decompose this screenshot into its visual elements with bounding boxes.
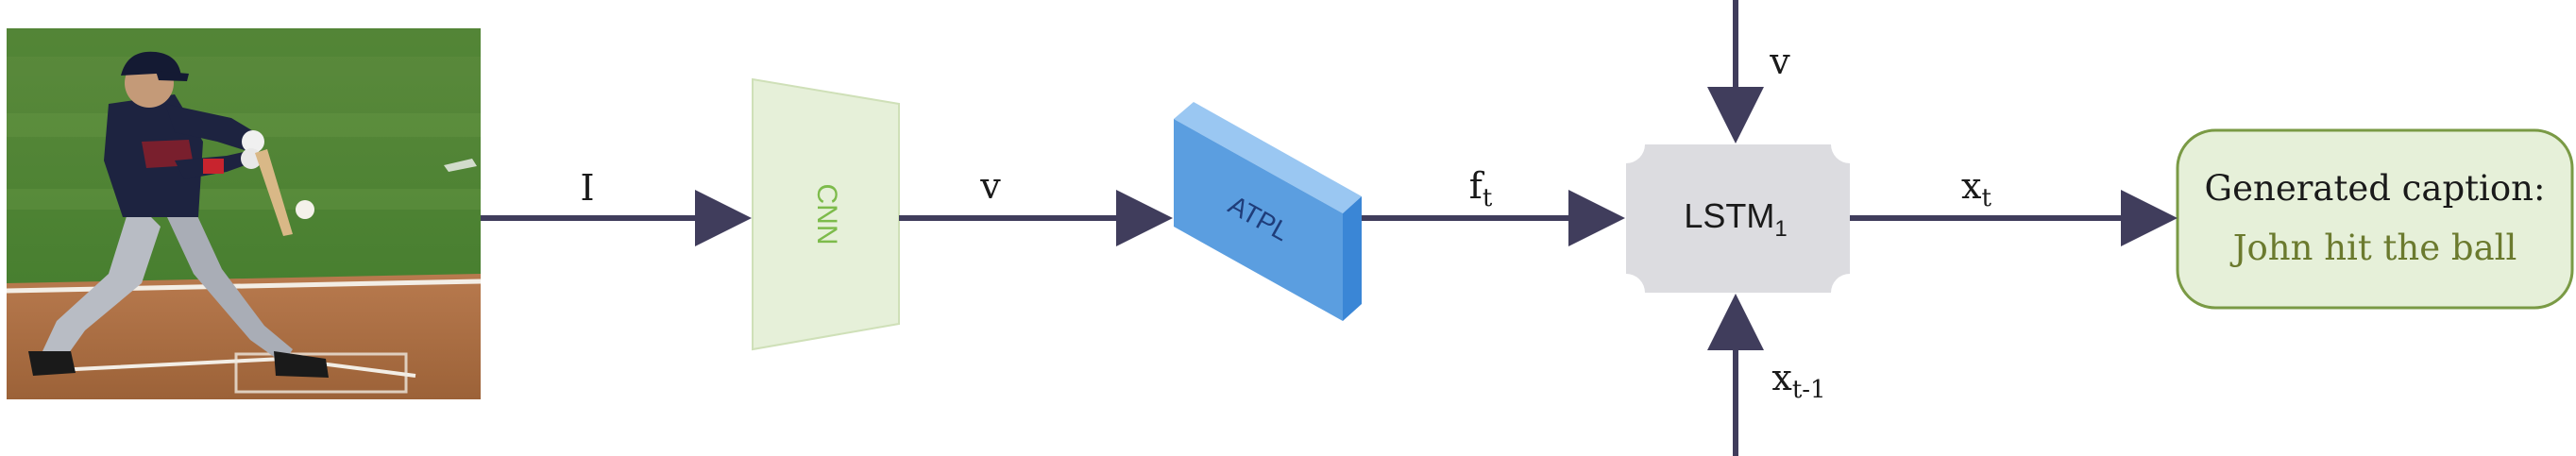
edge-label-i: I [580, 167, 594, 209]
input-image [6, 28, 482, 399]
edge-label-xt-minus-1: xt-1 [1771, 357, 1825, 404]
lstm-block: LSTM1 [1626, 144, 1850, 293]
lstm-label: LSTM1 [1684, 196, 1787, 242]
edge-label-xt: xt [1961, 165, 1991, 212]
edge-label-top-v: v [1769, 41, 1790, 82]
cnn-label: CNN [811, 184, 842, 245]
edge-label-ft: ft [1469, 165, 1493, 212]
edge-labels: I v ft xt v xt-1 [580, 41, 1991, 404]
caption-box: Generated caption: John hit the ball [2176, 128, 2574, 310]
cnn-block: CNN [752, 77, 900, 351]
edge-label-v: v [979, 165, 1001, 207]
arrows [481, 0, 2178, 456]
baseball-batter-photo-icon [6, 28, 482, 399]
atpl-block: ATPL [1174, 102, 1362, 321]
caption-title: Generated caption: [2205, 168, 2546, 209]
caption-text: John hit the ball [2229, 228, 2517, 268]
